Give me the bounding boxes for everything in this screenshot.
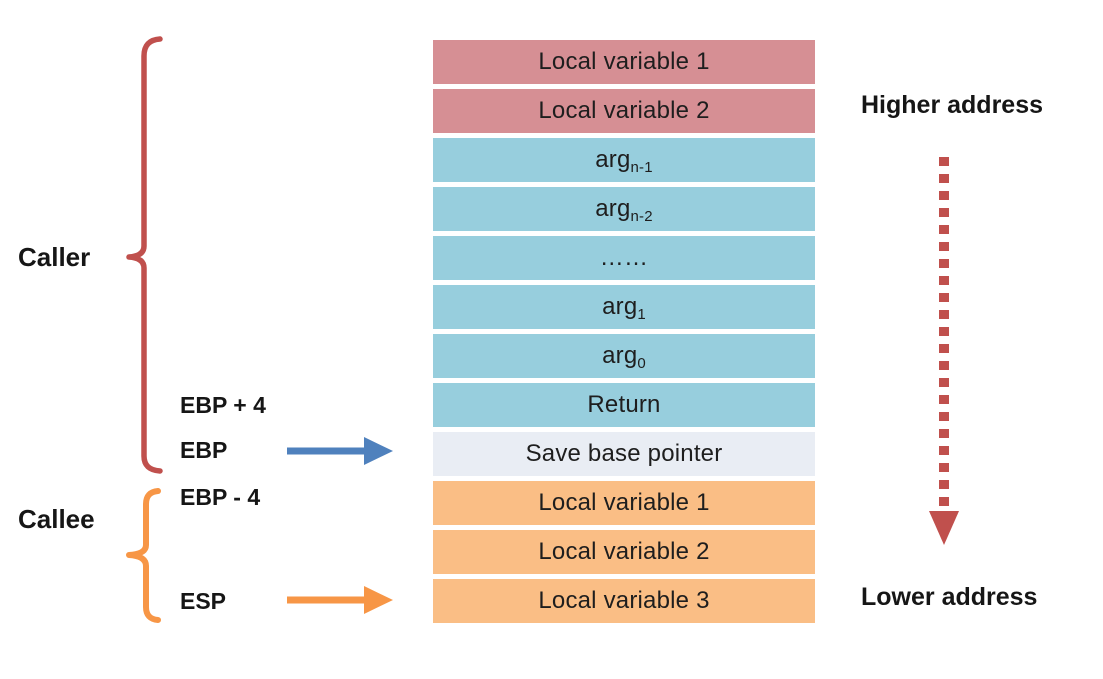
stack-row-label: Local variable 2	[538, 538, 710, 565]
stack-row: Save base pointer	[433, 432, 815, 476]
stack-row-label: arg	[602, 342, 638, 369]
stack-row-label: Return	[587, 391, 661, 418]
stack-row-label: Local variable 2	[538, 97, 710, 124]
stack-row: Local variable 2	[433, 530, 815, 574]
callee-bracket	[126, 488, 161, 623]
callee-label: Callee	[18, 504, 95, 534]
stack-row-label: Local variable 1	[538, 48, 710, 75]
caller-label: Caller	[18, 242, 91, 272]
stack-row: Local variable 1	[433, 481, 815, 525]
ebp-pointer-arrow	[287, 437, 393, 465]
esp-pointer-arrow	[287, 586, 393, 614]
esp-label: ESP	[180, 588, 227, 614]
stack-row: Local variable 2	[433, 89, 815, 133]
stack-row-label: arg	[595, 195, 631, 222]
stack-row: ……	[433, 236, 815, 280]
stack-row-label: arg	[602, 293, 638, 320]
ebp-plus-4-label: EBP + 4	[180, 392, 266, 418]
caller-bracket	[126, 36, 163, 474]
ebp-label: EBP	[180, 437, 228, 463]
stack-row-subscript: 1	[637, 306, 646, 323]
stack-row: Local variable 1	[433, 40, 815, 84]
stack-row-label: arg	[595, 146, 631, 173]
higher-address-label: Higher address	[861, 91, 1044, 119]
stack-row: Return	[433, 383, 815, 427]
stack-row-label: Save base pointer	[525, 440, 723, 467]
stack-row-subscript: 0	[637, 355, 646, 372]
stack-row-label: ……	[599, 244, 649, 271]
lower-address-label: Lower address	[861, 583, 1038, 611]
stack-row-subscript: n-2	[630, 208, 653, 225]
stack-row-subscript: n-1	[630, 159, 653, 176]
stack-row-label: Local variable 3	[538, 587, 710, 614]
stack-row: Local variable 3	[433, 579, 815, 623]
address-direction-arrow	[929, 157, 959, 545]
stack-row-label: Local variable 1	[538, 489, 710, 516]
ebp-minus-4-label: EBP - 4	[180, 484, 261, 510]
